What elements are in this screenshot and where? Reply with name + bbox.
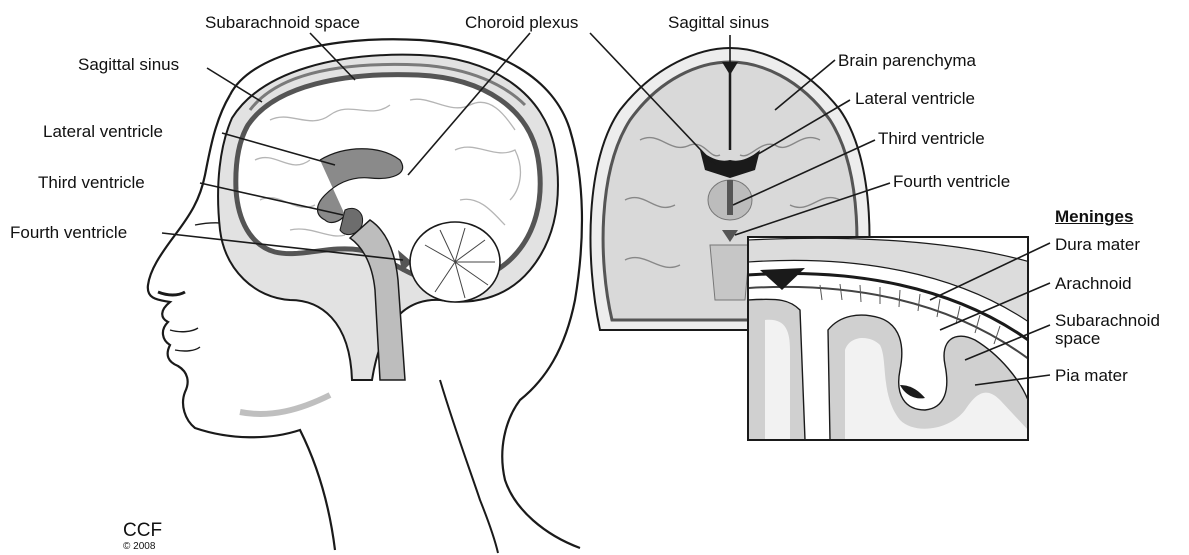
label-dura-mater: Dura mater xyxy=(1055,236,1140,253)
coronal-third-ventricle xyxy=(727,180,733,215)
label-lateral-ventricle-coronal: Lateral ventricle xyxy=(855,90,975,107)
label-third-ventricle-coronal: Third ventricle xyxy=(878,130,985,147)
label-brain-parenchyma: Brain parenchyma xyxy=(838,52,976,69)
coronal-brainstem xyxy=(710,245,750,300)
label-subarachnoid-space: Subarachnoid space xyxy=(205,14,360,31)
label-lateral-ventricle-head: Lateral ventricle xyxy=(43,123,163,140)
label-subarachnoid-line1: Subarachnoid xyxy=(1055,312,1160,329)
leader-sagittal-sinus-head xyxy=(207,68,262,102)
back-neck xyxy=(440,380,498,553)
label-choroid-plexus: Choroid plexus xyxy=(465,14,578,31)
credit-year: © 2008 xyxy=(123,542,155,552)
label-sagittal-sinus-head: Sagittal sinus xyxy=(78,56,179,73)
label-subarachnoid-line2: space xyxy=(1055,330,1100,347)
lips xyxy=(170,328,200,351)
label-meninges-heading: Meninges xyxy=(1055,208,1133,225)
chin-shadow xyxy=(240,395,330,414)
label-sagittal-sinus-coronal: Sagittal sinus xyxy=(668,14,769,31)
label-arachnoid: Arachnoid xyxy=(1055,275,1132,292)
label-pia-mater: Pia mater xyxy=(1055,367,1128,384)
label-fourth-ventricle-coronal: Fourth ventricle xyxy=(893,173,1010,190)
label-fourth-ventricle-head: Fourth ventricle xyxy=(10,224,127,241)
label-third-ventricle-head: Third ventricle xyxy=(38,174,145,191)
nostril xyxy=(158,292,185,295)
sagittal-head-view xyxy=(148,39,582,553)
meninges-inset xyxy=(748,237,1040,440)
credit-logo: CCF xyxy=(123,521,162,540)
